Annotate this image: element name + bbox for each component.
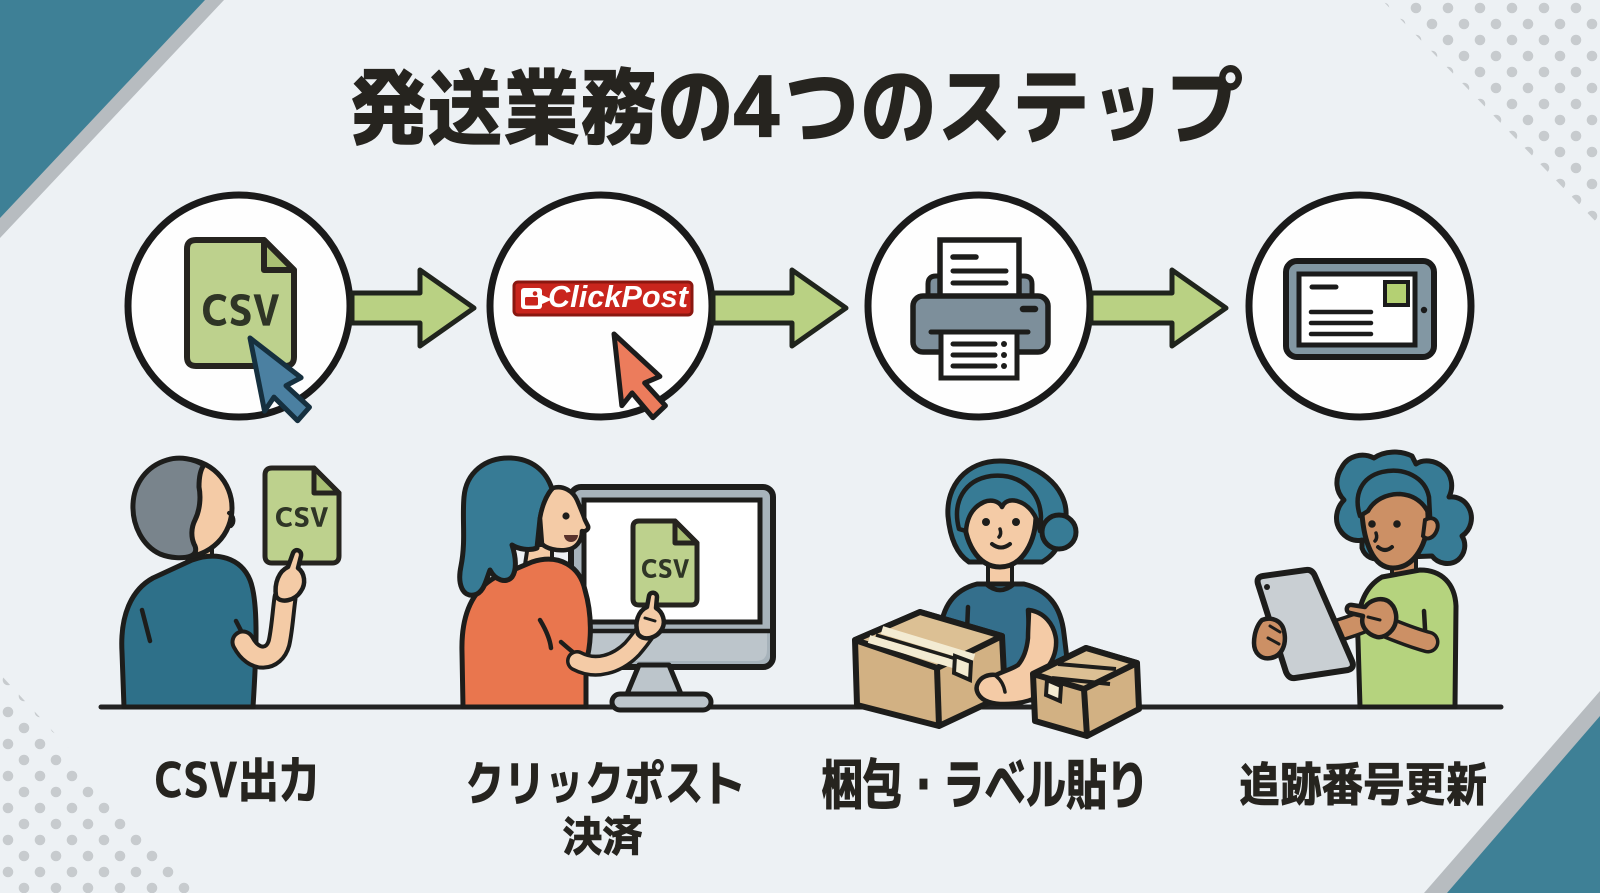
svg-text:ClickPost: ClickPost <box>548 279 690 314</box>
